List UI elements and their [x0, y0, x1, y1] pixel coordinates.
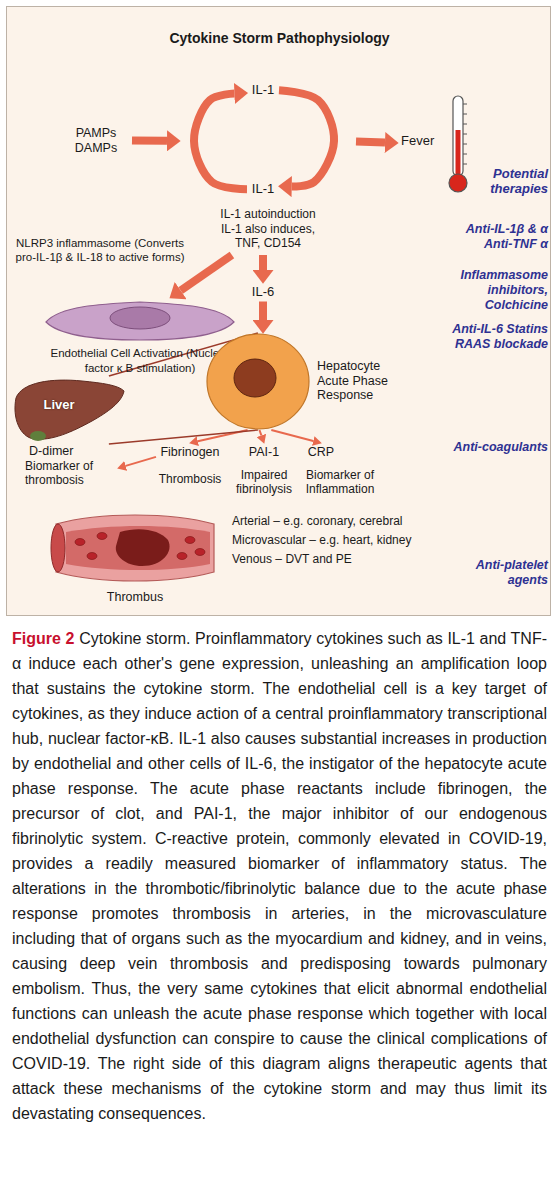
thrombosis-site: Arterial – e.g. coronary, cerebral [232, 514, 462, 528]
biomarker-label: D-dimerBiomarker of thrombosis [18, 442, 118, 490]
fever-thermometer: Fever [398, 92, 474, 196]
therapy-label: Anti-IL-6 Statins RAAS blockade [450, 322, 548, 352]
diagram-title: Cytokine Storm Pathophysiology [0, 30, 559, 46]
therapy-label: Inflammasome inhibitors, Colchicine [450, 268, 548, 313]
therapy-heading: Potential therapies [460, 166, 548, 196]
effect-label: Biomarker of Inflammation [300, 468, 380, 496]
node-text: IL-6 [249, 285, 277, 300]
cytokine-label: IL-6 [246, 283, 280, 302]
thrombus-vessel-shape [50, 506, 220, 588]
node-text: Fever [401, 134, 445, 149]
hepatocyte-cell: Hepatocyte Acute Phase Response [206, 333, 404, 430]
arrow-connector [126, 457, 156, 466]
reactant-label: PAI-1 [244, 443, 284, 462]
node-text: Hepatocyte Acute Phase Response [317, 359, 403, 403]
therapy-label: Anti-platelet agents [460, 558, 548, 588]
node-text: IL-1 [250, 83, 276, 98]
figure-number: Figure 2 [12, 630, 74, 647]
hepatocyte-cell-shape [206, 333, 310, 430]
arrow-connector [132, 137, 167, 145]
arrow-connector [356, 138, 385, 147]
node-text: D-dimer [29, 444, 115, 459]
liver-organ: Liver [12, 376, 126, 444]
node-text: IL-1 autoinduction IL-1 also induces, TN… [212, 207, 324, 251]
arrow-connector [181, 255, 232, 291]
il1-loop: IL-1 autoinduction IL-1 also induces, TN… [180, 72, 356, 255]
endothelial-cell-shape [40, 298, 240, 344]
node-text: Fibrinogen [159, 445, 221, 460]
caption-text: Cytokine storm. Proinflammatory cytokine… [12, 630, 547, 1122]
node-text: Liver [31, 398, 87, 413]
thrombosis-site: Microvascular – e.g. heart, kidney [232, 533, 462, 547]
therapy-label: Anti-coagulants [440, 440, 548, 455]
figure-caption: Figure 2Cytokine storm. Proinflammatory … [12, 626, 547, 1126]
cytokine-label: IL-1 [247, 180, 279, 199]
node-text: CRP [305, 445, 337, 460]
node-text: PAMPs DAMPs [63, 126, 129, 155]
effect-label: Thrombosis [154, 472, 226, 486]
thrombus-vessel: Thrombus [50, 506, 220, 610]
input-label: PAMPs DAMPs [60, 124, 132, 157]
reactant-label: CRP [302, 443, 340, 462]
node-text: Biomarker of thrombosis [25, 459, 111, 488]
arrow-connector [194, 94, 247, 190]
arrow-connector [259, 302, 267, 321]
magnify-line [109, 430, 258, 444]
node-text: Thrombus [53, 590, 217, 605]
arrow-connector [279, 90, 334, 186]
mechanism-note: NLRP3 inflammasome (Converts pro-IL-1β &… [15, 236, 185, 264]
reactant-label: Fibrinogen [156, 443, 224, 462]
arrow-connector [259, 255, 267, 270]
effect-label: Impaired fibrinolysis [230, 468, 298, 496]
cytokine-label: IL-1 [247, 81, 279, 100]
arrow-connector [271, 430, 313, 441]
arrow-connector [259, 430, 261, 435]
node-text: PAI-1 [247, 445, 281, 460]
node-text: IL-1 [250, 182, 276, 197]
fever-thermometer-shape [444, 92, 472, 196]
therapy-label: Anti-IL-1β & α Anti-TNF α [450, 222, 548, 252]
thrombosis-site: Venous – DVT and PE [232, 552, 462, 566]
